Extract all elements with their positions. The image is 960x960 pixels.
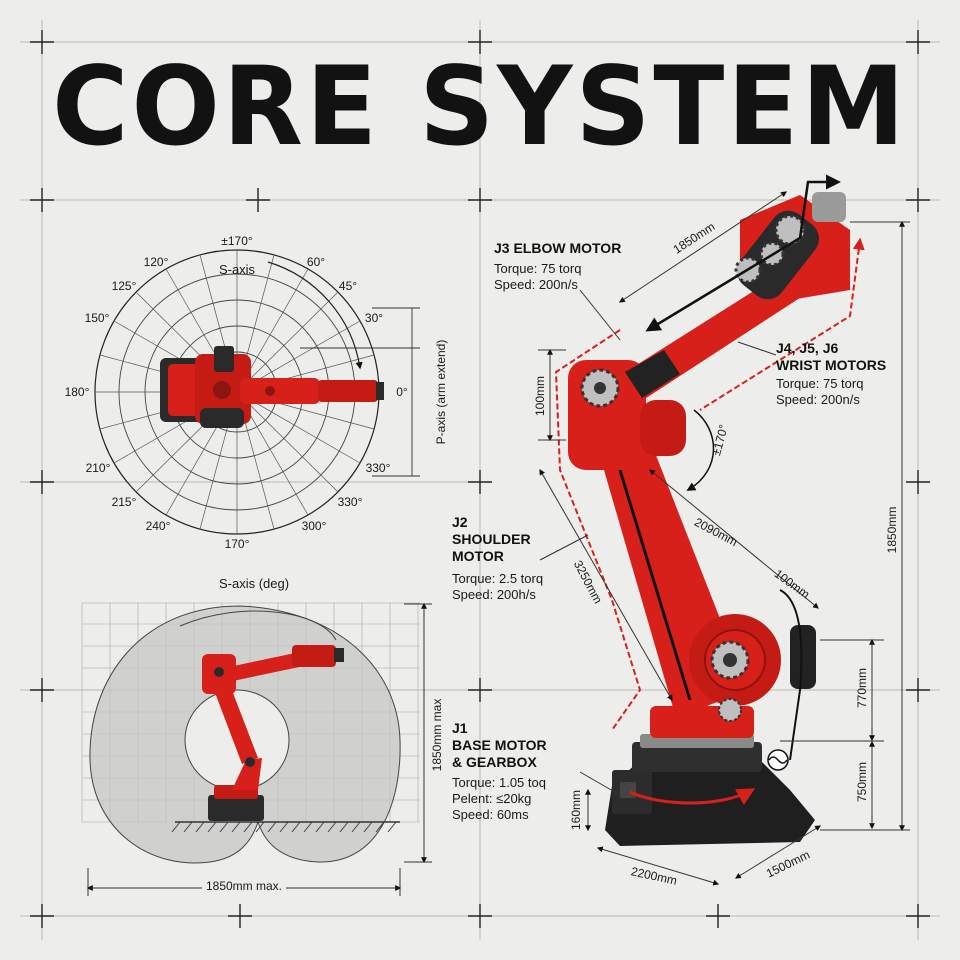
robot-top-view [160,346,384,428]
callout-speed: Speed: 60ms [452,807,529,822]
polar-angle-label: 180° [64,385,90,399]
dimension-lines [538,191,910,886]
callout-speed: Speed: 200h/s [452,587,536,602]
callout-title-line1: J1 [452,720,468,736]
callout-title-line2: WRIST MOTORS [776,357,887,373]
robot-side-view-small [202,645,344,821]
callout-title-line2: BASE MOTOR [452,737,547,753]
callout-j3-elbow: J3 ELBOW MOTOR Torque: 75 torq Speed: 20… [494,240,621,293]
dim-plinth: 160mm [569,789,583,831]
dim-base-height: 750mm [855,761,869,803]
dim-total-height: 1850mm [885,506,899,554]
envelope-width-label: 1850mm max. [201,879,287,893]
polar-angle-label: 60° [306,255,326,269]
callout-j2-shoulder: J2 SHOULDER MOTOR Torque: 2.5 torq Speed… [452,514,543,603]
callout-payload: Pelent: ≤20kg [452,791,532,806]
callout-title-line1: J4, J5, J6 [776,340,839,356]
envelope-height-label: 1850mm max [430,698,444,772]
work-envelope [81,602,432,896]
callout-title: J3 ELBOW MOTOR [494,240,622,256]
callout-title-line1: J2 [452,514,468,530]
polar-angle-label: 30° [364,311,384,325]
polar-angle-label: 300° [301,519,327,533]
callout-speed: Speed: 200n/s [494,277,578,292]
polar-angle-label: 215° [111,495,137,509]
callout-j456-wrist: J4, J5, J6 WRIST MOTORS Torque: 75 torq … [776,340,886,408]
callout-torque: Torque: 2.5 torq [452,571,544,586]
polar-top-label: ±170° [221,234,253,248]
dim-elbow-height: 100mm [533,375,547,417]
page-title: CORE SYSTEM [52,41,908,171]
callout-title-line2: SHOULDER [452,531,531,547]
polar-angle-label: 240° [145,519,171,533]
crosshair-marks [30,30,930,928]
polar-angle-label: 125° [111,279,137,293]
callout-torque: Torque: 75 torq [494,261,582,276]
polar-angle-label: 0° [396,385,408,399]
callout-title-line3: MOTOR [452,548,504,564]
polar-angle-label: 210° [85,461,111,475]
callout-torque: Torque: 75 torq [776,376,864,391]
polar-angle-label: 150° [84,311,110,325]
callout-j1-base: J1 BASE MOTOR & GEARBOX Torque: 1.05 toq… [452,720,547,823]
callout-speed: Speed: 200n/s [776,392,860,407]
callout-torque: Torque: 1.05 toq [452,775,546,790]
envelope-title: S-axis (deg) [218,576,290,591]
callout-title-line3: & GEARBOX [452,754,537,770]
polar-side-label: P-axis (arm extend) [434,339,448,445]
polar-axis-label: S-axis [218,262,256,277]
dim-mid-height: 770mm [855,667,869,709]
polar-angle-label: 330° [365,461,391,475]
polar-angle-label: 170° [224,537,250,551]
polar-angle-label: 330° [337,495,363,509]
polar-angle-label: 45° [338,279,358,293]
polar-angle-label: 120° [143,255,169,269]
